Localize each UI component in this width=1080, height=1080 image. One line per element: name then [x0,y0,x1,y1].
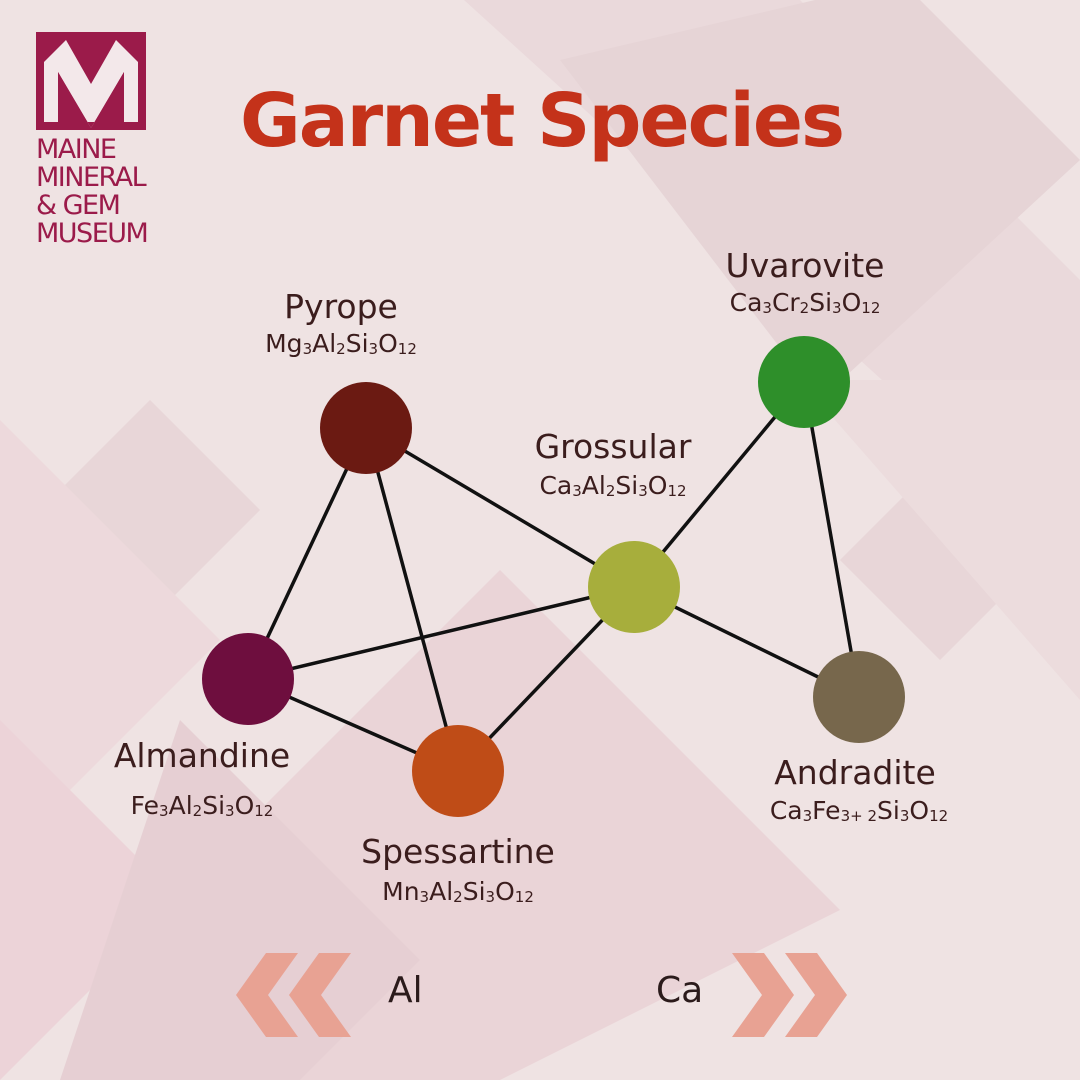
formula-element: O [909,796,930,825]
spessartine-formula: Mn3Al2Si3O12 [382,877,534,906]
formula-element: Ca [769,796,803,825]
formula-subscript: 3+ 2 [840,807,878,825]
left-double-chevron-icon [236,953,351,1037]
formula-element: Al [581,471,606,500]
formula-element: Al [168,791,193,820]
almandine-formula: Fe3Al2Si3O12 [131,791,274,820]
logo-line: MUSEUM [36,218,149,249]
logo-text: MAINE MINERAL & GEM MUSEUM [36,136,150,248]
right-double-chevron-icon [732,953,847,1037]
formula-element: Si [615,471,639,500]
museum-logo: MAINE MINERAL & GEM MUSEUM [36,32,150,248]
formula-subscript: 3 [832,299,842,317]
uvarovite-formula: Ca3Cr2Si3O12 [730,288,881,317]
ca-axis-label: Ca [656,970,704,1011]
formula-element: O [841,288,862,317]
formula-element: Si [462,877,486,906]
formula-subscript: 12 [667,482,687,500]
spessartine-node [412,725,504,817]
almandine-node [202,633,294,725]
formula-subscript: 2 [336,340,346,358]
formula-element: O [378,329,398,358]
formula-subscript: 2 [453,888,463,906]
formula-subscript: 3 [572,482,582,500]
andradite-node [813,651,905,743]
formula-element: Ca [539,471,573,500]
andradite-name: Andradite [774,753,936,792]
formula-subscript: 2 [605,482,616,500]
formula-element: Si [202,791,226,820]
al-axis-label: Al [388,970,423,1011]
formula-subscript: 3 [802,807,813,825]
formula-element: O [234,791,255,820]
formula-subscript: 3 [899,807,910,825]
spessartine-name: Spessartine [361,832,555,871]
formula-subscript: 2 [192,802,203,820]
formula-subscript: 3 [159,802,169,820]
formula-subscript: 3 [485,888,496,906]
pyrope-formula: Mg3Al2Si3O12 [265,329,417,358]
formula-subscript: 2 [799,299,810,317]
page-title: Garnet Species [240,78,845,164]
formula-subscript: 12 [397,340,417,358]
formula-element: O [647,471,668,500]
formula-subscript: 3 [368,340,379,358]
grossular-formula: Ca3Al2Si3O12 [539,471,686,500]
formula-element: Si [809,288,833,317]
formula-subscript: 3 [225,802,235,820]
logo-m-mark [36,32,146,130]
formula-element: O [495,877,515,906]
grossular-name: Grossular [534,427,692,466]
formula-element: Al [429,877,454,906]
logo-line: MINERAL [36,162,147,193]
formula-subscript: 12 [861,299,881,317]
pyrope-name: Pyrope [284,287,398,326]
pyrope-node [320,382,412,474]
logo-line: MAINE [36,134,117,165]
formula-element: Si [877,796,900,825]
edge-uvarovite-andradite [802,381,861,698]
formula-element: Mn [382,877,420,906]
formula-subscript: 3 [302,340,313,358]
edge-pyrope-almandine [246,427,368,680]
formula-subscript: 3 [419,888,430,906]
formula-element: Cr [771,288,800,317]
almandine-name: Almandine [113,736,291,775]
formula-subscript: 3 [638,482,648,500]
andradite-formula: Ca3Fe3+ 2Si3O12 [770,796,948,825]
formula-subscript: 12 [254,802,274,820]
formula-element: Si [345,329,369,358]
uvarovite-node [758,336,850,428]
formula-subscript: 12 [929,807,949,825]
formula-element: Fe [812,796,841,825]
edge-almandine-grossular [247,585,635,681]
formula-element: Al [312,329,337,358]
formula-element: Fe [130,791,160,820]
edge-pyrope-grossular [365,426,635,589]
logo-line: & GEM [36,190,121,221]
formula-element: Ca [729,288,763,317]
grossular-node [588,541,680,633]
edge-pyrope-spessartine [364,427,460,772]
formula-subscript: 12 [514,888,534,906]
uvarovite-name: Uvarovite [725,246,885,285]
formula-subscript: 3 [762,299,772,317]
formula-element: Mg [265,329,303,358]
